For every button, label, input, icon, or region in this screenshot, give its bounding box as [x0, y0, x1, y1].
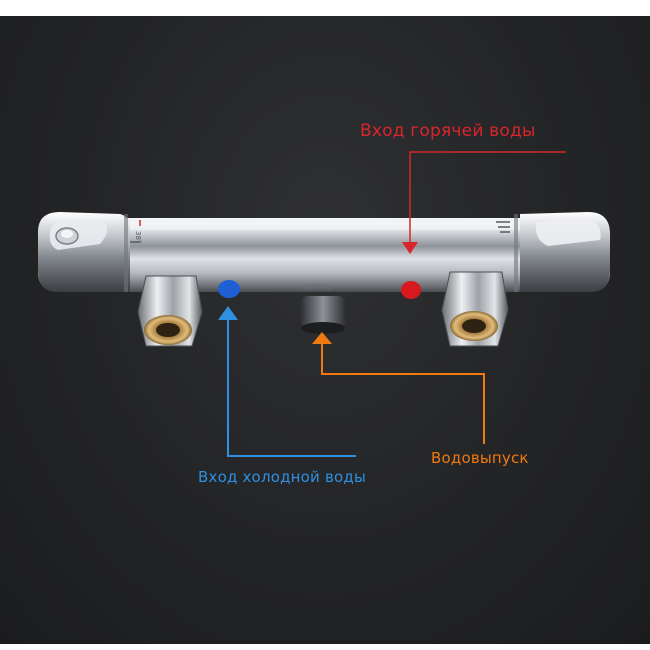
hot-inlet-fitting — [441, 271, 509, 347]
cold-inlet-fitting — [137, 275, 203, 347]
thermostat-body: 38° GAPPO — [38, 212, 610, 299]
outlet-label: Водовыпуск — [431, 449, 529, 467]
brand-logo: GAPPO — [303, 283, 333, 292]
cold-inlet-label: Вход холодной воды — [198, 468, 367, 486]
hot-inlet-label: Вход горячей воды — [360, 121, 536, 141]
cold-callout — [218, 306, 356, 457]
hot-indicator — [401, 281, 421, 299]
outlet-callout — [312, 332, 485, 444]
temperature-mark: 38° — [134, 231, 142, 243]
hot-callout — [402, 151, 566, 254]
water-outlet — [300, 296, 346, 334]
cold-indicator — [218, 280, 240, 298]
